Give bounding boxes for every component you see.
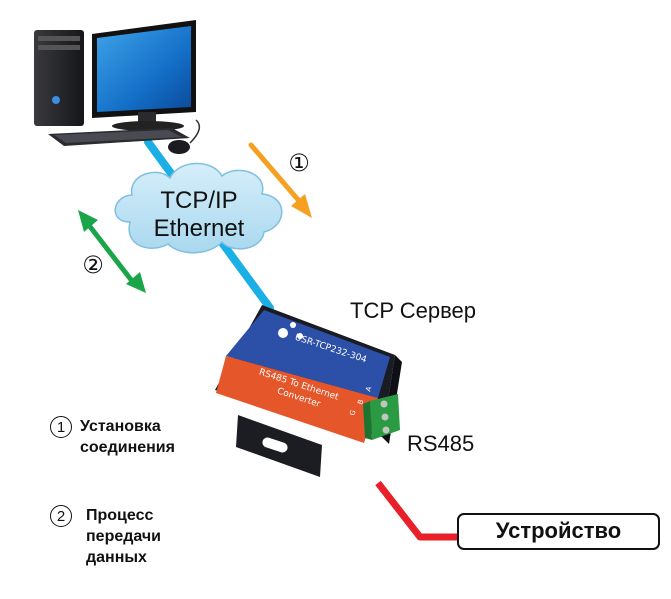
serial-cable [375, 480, 458, 541]
legend-text-line: данных [86, 549, 147, 566]
cloud-label-line2: Ethernet [154, 215, 245, 242]
cloud-label-line1: TCP/IP [160, 187, 237, 214]
desktop-computer-icon [34, 20, 201, 154]
legend-number: 2 [50, 505, 72, 527]
connect-arrow [248, 142, 312, 218]
device-box: Устройство [457, 513, 660, 550]
legend-text-line: Процесс передачи [86, 507, 162, 545]
legend-text-line: Установка [80, 418, 161, 435]
data-transfer-arrow [78, 210, 146, 293]
cloud-icon [114, 162, 283, 254]
legend-number: 1 [50, 416, 72, 438]
tcp-server-label: TCP Сервер [350, 298, 476, 323]
terminal-label-b: B [356, 398, 365, 405]
rs485-label: RS485 [407, 431, 475, 456]
terminal-label-a: A [364, 385, 373, 392]
legend-text-line: соединения [80, 439, 175, 456]
terminal-label-g: G [348, 409, 357, 417]
terminal-block-icon [363, 394, 400, 440]
marker-two: ② [82, 251, 104, 279]
marker-one: ① [288, 149, 310, 177]
converter-device-icon [215, 305, 402, 477]
